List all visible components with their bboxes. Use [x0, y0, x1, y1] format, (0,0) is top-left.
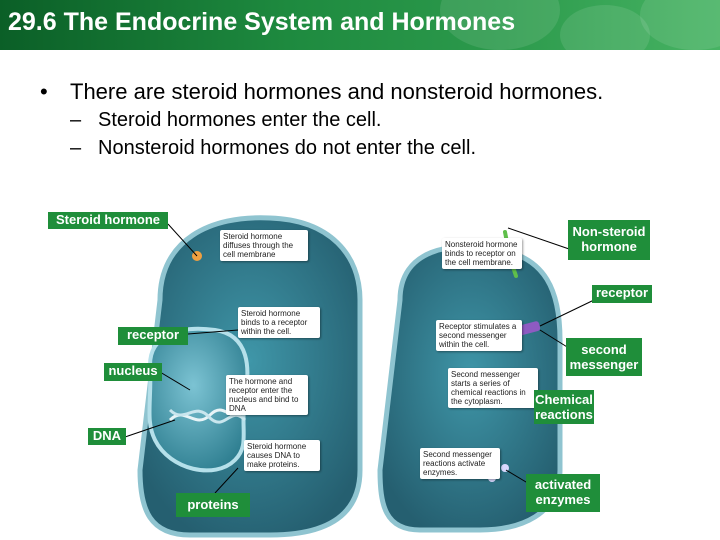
note-enters-nucleus: The hormone and receptor enter the nucle…	[226, 375, 308, 415]
bullet-list: •There are steroid hormones and nonstero…	[40, 78, 710, 162]
label-chemical-reactions: Chemical reactions	[534, 390, 594, 424]
note-nonsteroid-binds: Nonsteroid hormone binds to receptor on …	[442, 238, 522, 269]
pointer-line	[159, 371, 191, 391]
bullet-main: •There are steroid hormones and nonstero…	[40, 79, 604, 104]
pointer-line	[539, 299, 595, 327]
left-nucleus	[147, 326, 250, 473]
title-bar: 29.6 The Endocrine System and Hormones	[0, 0, 720, 50]
dna-helix	[168, 408, 247, 424]
title-decoration	[560, 5, 650, 50]
sub-bullet-text: Steroid hormones enter the cell.	[98, 109, 382, 131]
pointer-line	[124, 419, 176, 438]
pointer-line	[214, 467, 239, 494]
note-starts-series: Second messenger starts a series of chem…	[448, 368, 538, 408]
pointer-line	[167, 223, 198, 257]
note-stimulates: Receptor stimulates a second messenger w…	[436, 320, 522, 351]
sub-bullet-text: Nonsteroid hormones do not enter the cel…	[98, 137, 476, 159]
note-diffuses: Steroid hormone diffuses through the cel…	[220, 230, 308, 261]
label-non-steroid-hormone: Non-steroid hormone	[568, 220, 650, 260]
label-steroid-hormone: Steroid hormone	[48, 212, 168, 229]
slide-title: 29.6 The Endocrine System and Hormones	[8, 8, 516, 36]
label-nucleus: nucleus	[104, 363, 162, 381]
pointer-line	[187, 329, 239, 335]
note-causes-dna: Steroid hormone causes DNA to make prote…	[244, 440, 320, 471]
bullet-main-text: There are steroid hormones and nonsteroi…	[70, 79, 604, 104]
note-activate-enzymes: Second messenger reactions activate enzy…	[420, 448, 500, 479]
pointer-line	[507, 227, 573, 251]
label-proteins: proteins	[176, 493, 250, 517]
label-receptor-right: receptor	[592, 285, 652, 303]
sub-bullet: –Steroid hormones enter the cell.	[70, 109, 382, 131]
note-binds-receptor: Steroid hormone binds to a receptor with…	[238, 307, 320, 338]
enzyme-dot	[501, 464, 509, 472]
label-second-messenger: second messenger	[566, 338, 642, 376]
label-receptor-left: receptor	[118, 327, 188, 345]
sub-bullet: –Nonsteroid hormones do not enter the ce…	[70, 137, 476, 159]
label-dna: DNA	[88, 428, 126, 445]
label-activated-enzymes: activated enzymes	[526, 474, 600, 512]
